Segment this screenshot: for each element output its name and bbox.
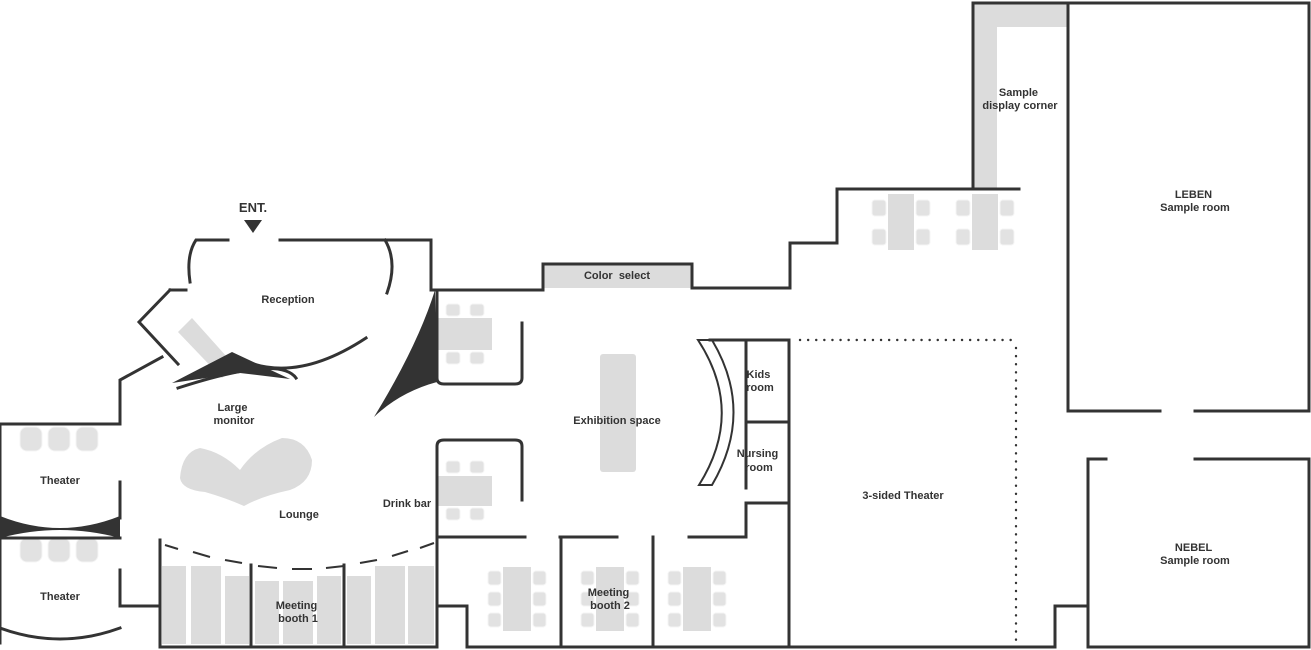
alcove-table-bottom <box>438 460 492 521</box>
booth-table-c <box>667 567 727 631</box>
label-theater-top: Theater <box>40 475 80 487</box>
room-labels: Reception Large monitor Lounge Theater T… <box>40 87 1230 625</box>
booth-table-b <box>580 567 640 631</box>
label-theater-bottom: Theater <box>40 591 80 603</box>
booth-table-a <box>487 567 547 631</box>
lounge-sofa <box>180 438 312 506</box>
furniture-layer <box>19 3 1067 644</box>
entrance-label: ENT. <box>239 200 267 215</box>
label-sample-display-corner: Sample display corner <box>982 87 1058 112</box>
exhibition-table <box>600 354 636 472</box>
label-exhibition-space: Exhibition space <box>573 415 660 427</box>
theater-divider <box>0 516 120 538</box>
label-leben-sample-room: LEBEN Sample room <box>1160 189 1230 214</box>
label-large-monitor: Large monitor <box>214 402 256 427</box>
alcove-table-top <box>438 303 492 365</box>
sample-display-shelf <box>973 3 1067 189</box>
label-meeting-booth-1: Meeting booth 1 <box>276 600 321 625</box>
entrance-arrow-icon <box>244 220 262 233</box>
label-lounge: Lounge <box>279 509 319 521</box>
theater-seats-top <box>19 426 99 452</box>
theater-seats-bottom <box>19 537 99 563</box>
label-drink-bar: Drink bar <box>383 498 432 510</box>
label-3-sided-theater: 3-sided Theater <box>862 490 944 502</box>
booth-1-seating <box>162 566 434 644</box>
color-select-shelf <box>543 264 692 288</box>
label-nebel-sample-room: NEBEL Sample room <box>1160 542 1230 567</box>
label-reception: Reception <box>261 294 314 306</box>
label-color-select: Color select <box>584 270 650 282</box>
monitor-wall <box>172 352 290 383</box>
table-set-2 <box>955 194 1015 250</box>
label-nursing-room: Nursing room <box>737 448 782 474</box>
curved-partition <box>374 290 437 417</box>
label-meeting-booth-2: Meeting booth 2 <box>588 587 633 612</box>
label-kids-room: Kids room <box>746 369 774 394</box>
table-set-1 <box>871 194 931 250</box>
